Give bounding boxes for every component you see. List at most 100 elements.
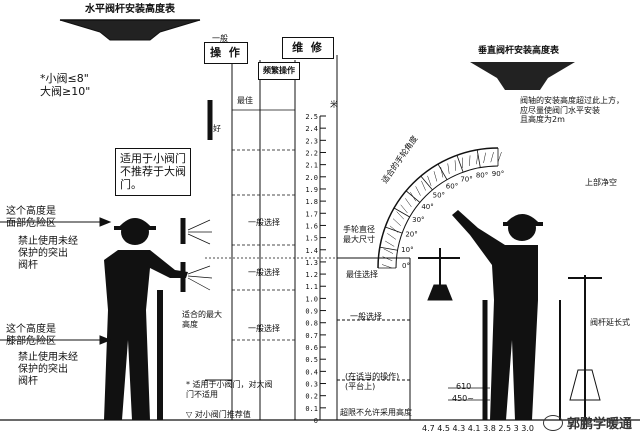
dim-bottom: 4.7 4.5 4.3 4.1 3.8 2.5 3 3.0 (422, 424, 534, 433)
scale-label: 1.3 (305, 259, 318, 267)
arc-hatch (385, 240, 395, 247)
arc-hatch (421, 180, 426, 191)
scale-label: 0.5 (305, 356, 318, 364)
scale-label: 1.6 (305, 222, 318, 230)
right-arrow (470, 62, 575, 90)
arc-hatch (497, 151, 502, 163)
column-lines (231, 55, 338, 420)
left-zone-bottom-note: 禁止使用未经 保护的突出 阀杆 (18, 352, 78, 387)
scale-label: 0.9 (305, 308, 318, 316)
left-valve-stems (0, 100, 232, 420)
right-best: 最佳选择 (346, 270, 378, 279)
dim-610: 610 (456, 382, 472, 391)
scale-label: 0.7 (305, 332, 318, 340)
left-zone-bottom: 这个高度是 膝部危险区 (6, 324, 56, 347)
arc-spoke (385, 226, 403, 234)
scale-label: 0.3 (305, 381, 318, 389)
scale-label: 1.5 (305, 235, 318, 243)
arc-hatch (433, 171, 438, 182)
dim-450: 450~ (452, 394, 474, 403)
box-note: 适用于小阀门 不推荐于大阀 门。 (115, 148, 191, 196)
right-person (452, 210, 543, 420)
scale-label: 0.1 (305, 405, 318, 413)
title-top: 水平阀杆安装高度表 (85, 4, 175, 15)
arc-inner (395, 165, 499, 269)
right-ok: 一般选择 (350, 312, 382, 321)
scale-unit: 米 (330, 100, 338, 109)
arc-outer (377, 147, 499, 269)
arc-hatch (382, 256, 393, 261)
arc-degree-label: 40° (421, 203, 433, 211)
scale-label: 0.6 (305, 344, 318, 352)
arc-hatch (405, 198, 412, 208)
arc-degree-label: 70° (460, 176, 472, 184)
scale-label: 2.2 (305, 149, 318, 157)
chat-bubble-icon (542, 414, 563, 431)
arc-hatch (387, 233, 397, 240)
handwheel-angle-arc: 0°10°20°30°40°50°60°70°80°90° (377, 147, 504, 270)
arc-hatch (383, 248, 394, 254)
arc-spoke (456, 155, 464, 173)
arc-spoke (420, 175, 433, 191)
scale-label: 2.1 (305, 162, 318, 170)
arc-hatch (454, 160, 457, 171)
label-bottom-note: 超限不允许采用高度 (340, 408, 412, 417)
right-handwheel-note: 手轮直径 最大尺寸 (343, 225, 375, 244)
arc-hatch (483, 152, 486, 164)
scale-label: 1.9 (305, 186, 318, 194)
scale-label: 0.8 (305, 320, 318, 328)
arc-hatch (389, 225, 399, 233)
arc-degree-label: 90° (492, 170, 504, 178)
arc-hatch (410, 191, 416, 202)
label-top-op: 最佳 (237, 96, 253, 105)
arc-hatch (415, 186, 421, 196)
title-right: 垂直阀杆安装高度表 (478, 46, 560, 56)
scale-label: 0.2 (305, 393, 318, 401)
arc-hatch (476, 153, 479, 165)
arc-degree-label: 0° (402, 262, 410, 270)
right-rod-label: 阀杆延长式 (590, 318, 630, 327)
left-person (104, 218, 188, 420)
arc-degree-label: 80° (476, 171, 488, 179)
arc-spoke (437, 163, 448, 180)
arc-hatch (427, 175, 432, 186)
top-arrow (59, 19, 201, 41)
arc-hatch (469, 155, 471, 166)
scale-label: 1.7 (305, 210, 318, 218)
header-op: 操 作 (204, 42, 248, 64)
right-upper-space: 上部净空 (585, 178, 617, 187)
header-frequent: 频繁操作 (258, 62, 300, 80)
arc-hatch (392, 218, 401, 226)
header-maint: 维 修 (282, 37, 334, 59)
scale-label: 1.1 (305, 283, 318, 291)
label-bottom-triangle: ▽ 对小阀门推荐值 (186, 410, 251, 419)
label-ok3: 一般选择 (248, 324, 280, 333)
arc-hatch (440, 167, 444, 178)
scale-label: 1.4 (305, 247, 318, 255)
scale-label: 1.0 (305, 295, 318, 303)
height-scale: 2.52.42.32.22.12.01.91.81.71.61.51.41.31… (305, 113, 326, 425)
right-panel-note: (在适当的操作) (平台上) (345, 372, 400, 391)
watermark: 郭鹏学暖通 (542, 413, 632, 432)
arc-hatch (381, 264, 393, 269)
right-structures (0, 248, 640, 421)
size-note: *小阀≤8" 大阀≥10" (40, 72, 91, 99)
arc-hatch (490, 152, 494, 163)
spray-lines (187, 219, 213, 291)
arc-degree-label: 60° (446, 182, 458, 190)
arc-spoke (393, 207, 410, 218)
label-max-height: 适合的最大 高度 (182, 310, 222, 329)
label-bottom-star: * 适用于小阀门，对大阀 门不适用 (186, 380, 273, 399)
label-optimal: 好 (213, 124, 221, 133)
scale-label: 2.5 (305, 113, 318, 121)
arc-spoke (476, 149, 481, 168)
scale-label: 2.0 (305, 174, 318, 182)
arc-hatch (400, 204, 408, 214)
label-ok1: 一般选择 (248, 218, 280, 227)
column-hatches (205, 109, 337, 341)
left-zone-top-note: 禁止使用未经 保护的突出 阀杆 (18, 236, 78, 271)
right-note: 阀轴的安装高度超过此上方， 应尽量使阀门水平安装 且高度为2m (520, 96, 624, 125)
scale-label: 2.4 (305, 125, 318, 133)
